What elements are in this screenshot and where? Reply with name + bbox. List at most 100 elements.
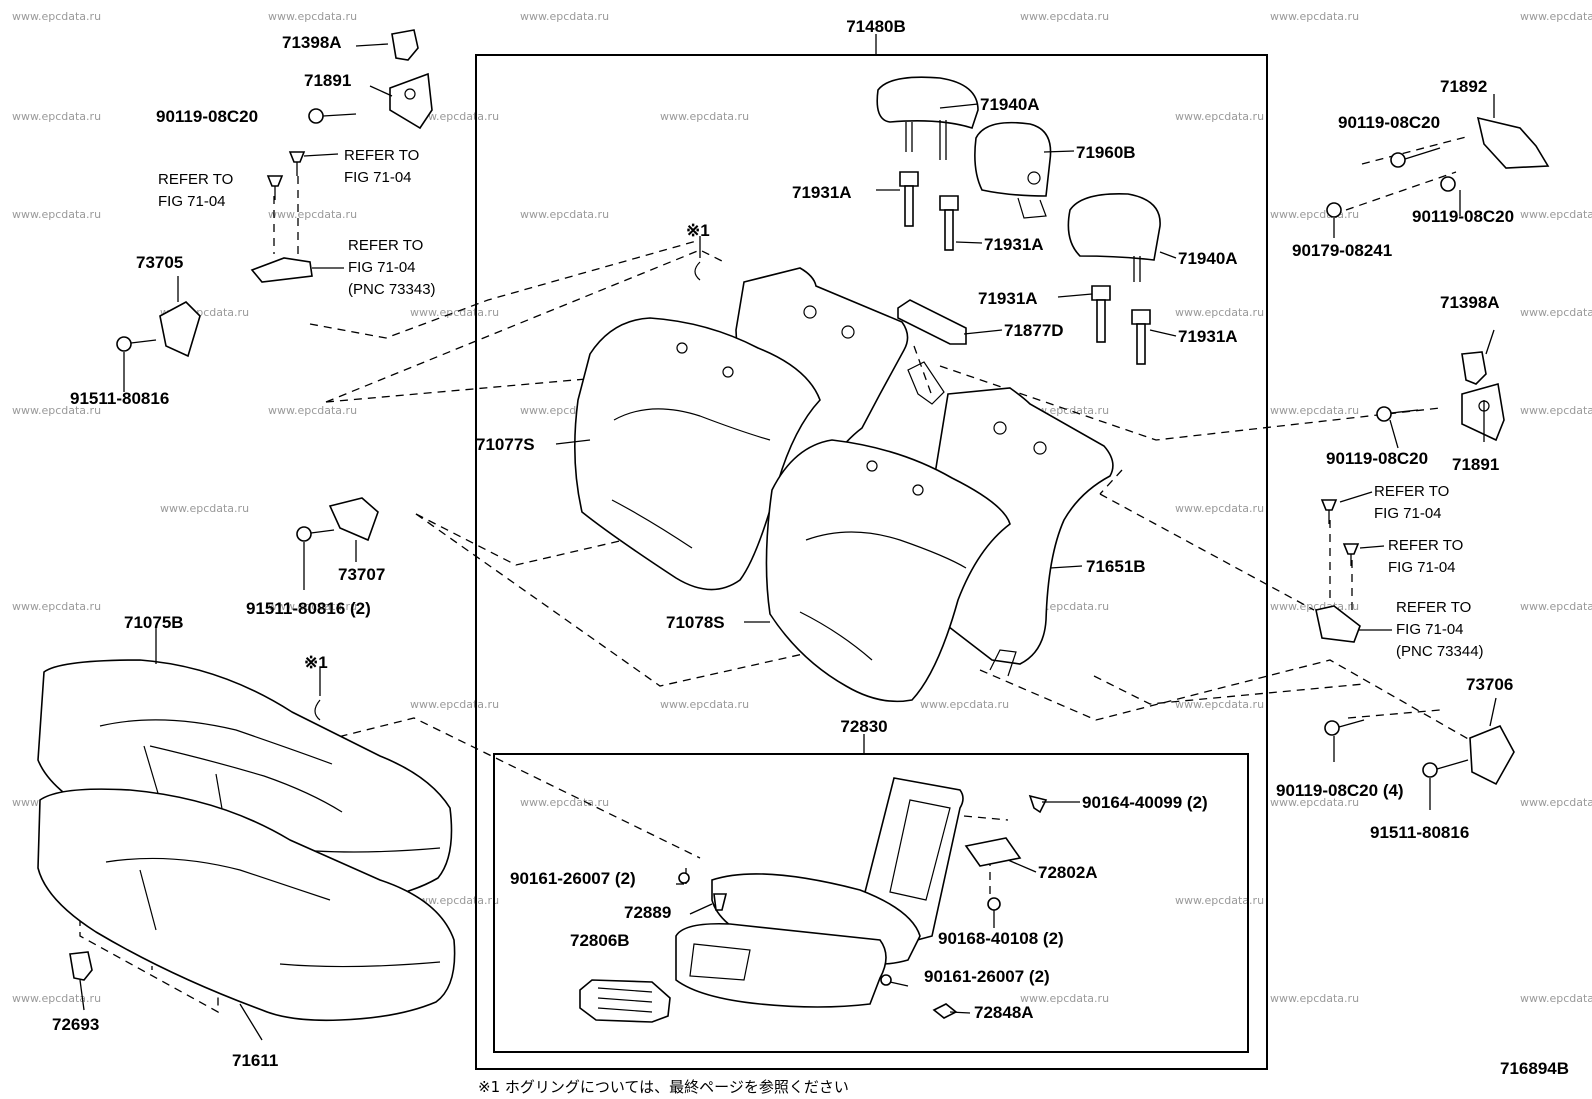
watermark: www.epcdata.ru: [1020, 992, 1109, 1005]
part-label: 71077S: [476, 435, 535, 454]
part-label: 90161-26007 (2): [510, 869, 636, 888]
watermark: www.epcdata.ru: [520, 796, 609, 809]
watermark: www.epcdata.ru: [520, 208, 609, 221]
watermark: www.epcdata.ru: [1520, 796, 1592, 809]
part-label: 90119-08C20 (4): [1276, 781, 1404, 800]
lock-bracket-71877d: [897, 299, 967, 345]
part-label: 71075B: [124, 613, 184, 632]
watermark: www.epcdata.ru: [268, 208, 357, 221]
part-label: 72806B: [570, 931, 630, 950]
watermark: www.epcdata.ru: [410, 698, 499, 711]
note-mark: ※1: [686, 221, 710, 240]
part-label: 71931A: [792, 183, 852, 202]
headrest-guide-71931a: [899, 171, 1151, 365]
part-label: 72830: [840, 717, 887, 736]
watermark: www.epcdata.ru: [1020, 10, 1109, 23]
watermark: www.epcdata.ru: [12, 992, 101, 1005]
part-label: 90164-40099 (2): [1082, 793, 1208, 812]
headrest-71940a-left: [876, 76, 979, 160]
watermark: www.epcdata.ru: [1270, 208, 1359, 221]
footnote: ※1 ホグリングについては、最終ページを参照ください: [478, 1078, 849, 1096]
part-label: 71611: [232, 1051, 278, 1070]
watermark: www.epcdata.ru: [1520, 600, 1592, 613]
headrest-71960b-center: [974, 121, 1052, 219]
part-label: 91511-80816: [70, 389, 169, 408]
part-label: 73705: [136, 253, 183, 272]
refer-label: FIG 71-04: [158, 193, 226, 210]
watermark: www.epcdata.ru: [160, 502, 249, 515]
part-label: 71931A: [1178, 327, 1238, 346]
part-label: 90119-08C20: [1338, 113, 1440, 132]
part-labels: 71480B 72830 71398A 71891 90119-08C20 RE…: [52, 17, 1569, 1078]
watermark: www.epcdata.ru: [1175, 110, 1264, 123]
watermark: www.epcdata.ru: [12, 110, 101, 123]
part-label: 90119-08C20: [1326, 449, 1428, 468]
diagram-id: 716894B: [1500, 1059, 1569, 1078]
seat-cushion-pad-71611: [37, 788, 456, 1022]
part-label: 72693: [52, 1015, 99, 1034]
part-label: 72889: [624, 903, 671, 922]
watermark: www.epcdata.ru: [660, 110, 749, 123]
part-label: 72848A: [974, 1003, 1034, 1022]
note-mark: ※1: [304, 653, 328, 672]
watermark: www.epcdata.ru: [268, 404, 357, 417]
watermark: www.epcdata.ru: [1520, 10, 1592, 23]
refer-label: REFER TO: [158, 171, 233, 188]
seatback-cover-71078s: [765, 439, 1011, 703]
watermark: www.epcdata.ru: [660, 698, 749, 711]
part-label: 72802A: [1038, 863, 1098, 882]
refer-label: FIG 71-04: [1374, 505, 1442, 522]
small-fasteners: [69, 29, 1550, 1019]
watermark: www.epcdata.ru: [520, 10, 609, 23]
watermark: www.epcdata.ru: [268, 10, 357, 23]
refer-label: REFER TO: [1388, 537, 1463, 554]
armrest-72830: [579, 777, 964, 1023]
part-label: 90168-40108 (2): [938, 929, 1064, 948]
part-label: 73706: [1466, 675, 1513, 694]
watermark: www.epcdata.ru: [1270, 600, 1359, 613]
headrest-71940a-right: [1067, 193, 1161, 282]
part-label: 71398A: [1440, 293, 1500, 312]
watermark: www.epcdata.ru: [920, 698, 1009, 711]
refer-label: FIG 71-04: [1388, 559, 1456, 576]
part-label: 71931A: [984, 235, 1044, 254]
watermark: www.epcdata.ru: [1520, 404, 1592, 417]
refer-label: (PNC 73344): [1396, 643, 1484, 660]
part-label: 91511-80816 (2): [246, 599, 371, 618]
watermark: www.epcdata.ru: [1520, 208, 1592, 221]
watermark: www.epcdata.ru: [1520, 306, 1592, 319]
refer-label: REFER TO: [344, 147, 419, 164]
refer-label: FIG 71-04: [1396, 621, 1464, 638]
part-label: 71398A: [282, 33, 342, 52]
lock-hook: [907, 361, 945, 405]
watermark: www.epcdata.ru: [1175, 894, 1264, 907]
part-label: 71940A: [980, 95, 1040, 114]
watermark: www.epcdata.ru: [1175, 698, 1264, 711]
watermark: www.epcdata.ru: [1270, 10, 1359, 23]
refer-label: FIG 71-04: [348, 259, 416, 276]
watermark: www.epcdata.ru: [1520, 992, 1592, 1005]
part-label: 90179-08241: [1292, 241, 1392, 260]
watermark: www.epcdata.ru: [1175, 502, 1264, 515]
watermark: www.epcdata.ru: [1270, 404, 1359, 417]
part-label: 90119-08C20: [1412, 207, 1514, 226]
refer-label: REFER TO: [348, 237, 423, 254]
part-label: 71940A: [1178, 249, 1238, 268]
part-label: 71877D: [1004, 321, 1064, 340]
part-label: 71892: [1440, 77, 1487, 96]
part-label: 90161-26007 (2): [924, 967, 1050, 986]
watermark: www.epcdata.ru: [1270, 796, 1359, 809]
part-label: 71480B: [846, 17, 906, 36]
refer-label: (PNC 73343): [348, 281, 436, 298]
watermark: www.epcdata.ru: [12, 404, 101, 417]
part-label: 73707: [338, 565, 385, 584]
part-label: 71931A: [978, 289, 1038, 308]
seatback-assembly-frame: [475, 54, 1268, 1070]
part-label: 91511-80816: [1370, 823, 1469, 842]
watermark: www.epcdata.ru: [410, 306, 499, 319]
armrest-assembly-frame: [493, 753, 1249, 1053]
watermark: www.epcdata.ru: [12, 600, 101, 613]
refer-label: FIG 71-04: [344, 169, 412, 186]
part-label: 71078S: [666, 613, 725, 632]
